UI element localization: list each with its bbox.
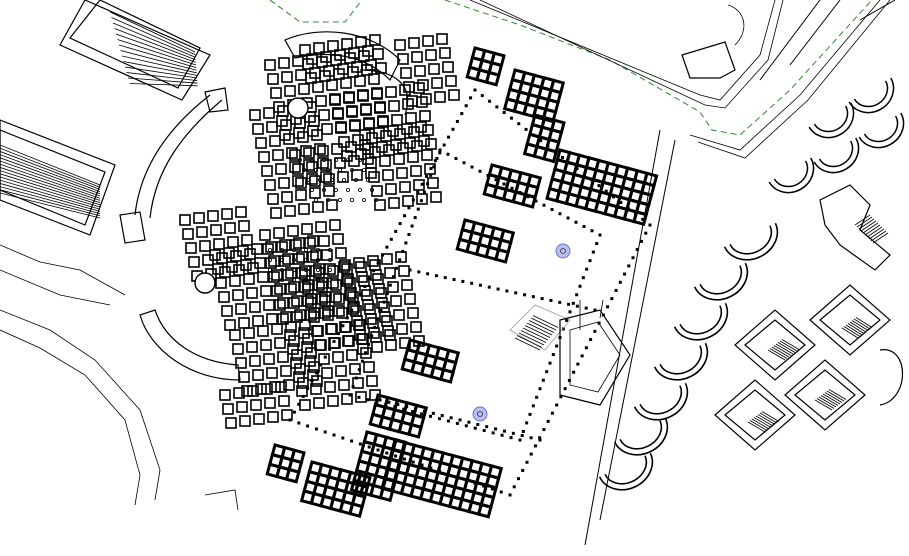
fountain-marker-north[interactable] — [555, 243, 571, 259]
top-right-road — [469, 0, 891, 159]
fountain-marker-south[interactable] — [472, 406, 488, 422]
baths-complex-rooms — [179, 33, 460, 429]
hemicycle-arches — [584, 129, 779, 546]
stadium-left — [0, 119, 116, 236]
central-temple — [509, 299, 631, 406]
right-buildings — [714, 184, 903, 451]
curved-exedra-left — [119, 87, 229, 244]
shop-blocks — [265, 46, 659, 519]
complex-exedras — [139, 31, 409, 381]
stadium-top-left — [59, 0, 211, 101]
temple-top-right — [681, 4, 745, 79]
forum-colonnade-dots — [288, 88, 652, 497]
green-boundary-lines — [269, 0, 873, 136]
top-right-arches — [759, 0, 905, 194]
circle-marker-icon[interactable] — [555, 243, 571, 259]
circle-marker-icon[interactable] — [472, 406, 488, 422]
left-road-lines — [0, 244, 239, 511]
